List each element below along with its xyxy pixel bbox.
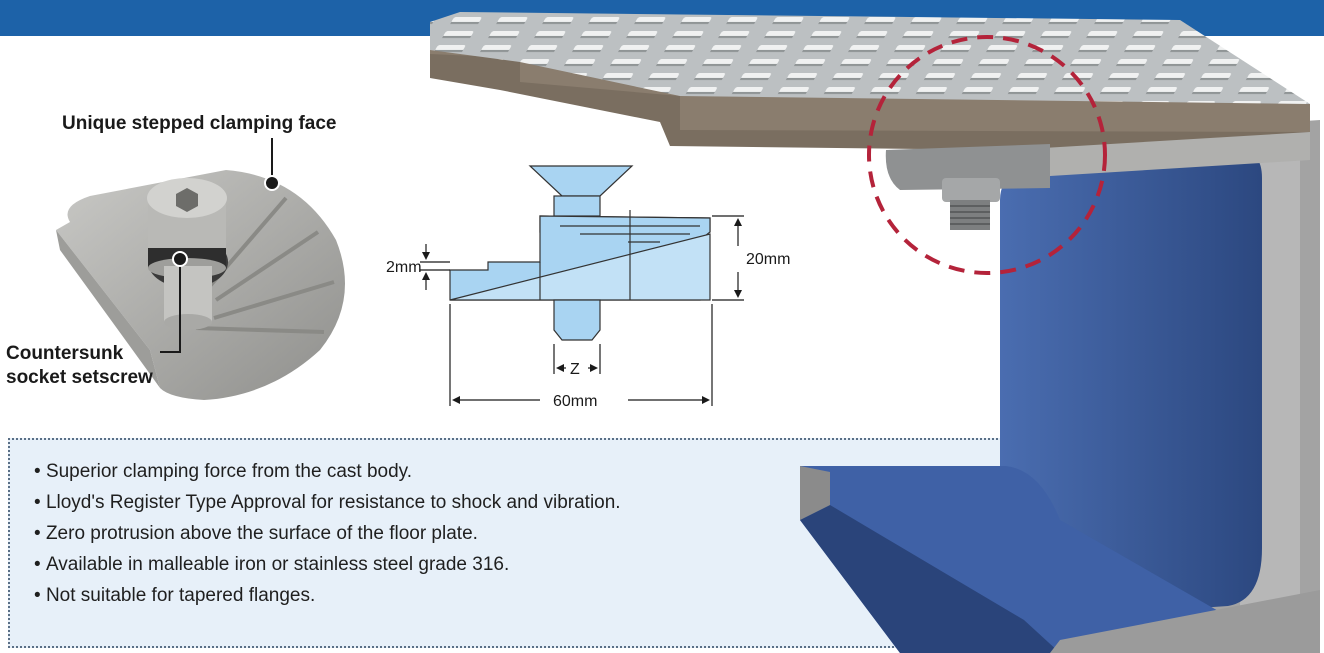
clamp-product-image: [56, 170, 345, 400]
feature-item: Not suitable for tapered flanges.: [34, 580, 621, 611]
dimension-thread-label: Z: [570, 361, 580, 378]
callout-clamping-face: Unique stepped clamping face: [62, 113, 337, 134]
dimension-arrows: [422, 218, 742, 404]
steel-channel: [800, 120, 1320, 653]
feature-item: Lloyd's Register Type Approval for resis…: [34, 487, 621, 518]
callout-setscrew-line2: socket setscrew: [6, 367, 153, 388]
feature-item: Zero protrusion above the surface of the…: [34, 518, 621, 549]
cross-section-diagram: [449, 165, 711, 341]
callout-dot: [172, 251, 188, 267]
callout-setscrew-line1: Countersunk: [6, 343, 124, 364]
features-list: Superior clamping force from the cast bo…: [34, 456, 621, 611]
installed-clamp: [885, 144, 1050, 230]
feature-item: Superior clamping force from the cast bo…: [34, 456, 621, 487]
floor-plate: [430, 12, 1310, 150]
callout-dot: [264, 175, 280, 191]
dimension-width-label: 60mm: [553, 393, 597, 410]
feature-item: Available in malleable iron or stainless…: [34, 549, 621, 580]
dimension-step-label: 2mm: [386, 259, 422, 276]
highlight-circle: [867, 35, 1107, 275]
dimension-height-label: 20mm: [746, 251, 790, 268]
